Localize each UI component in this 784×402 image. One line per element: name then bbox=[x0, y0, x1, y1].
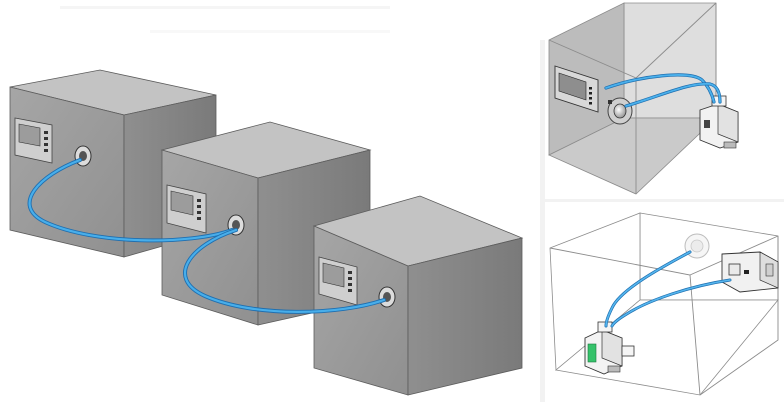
cabinet-3-side bbox=[407, 237, 523, 396]
display-panel-buttons bbox=[589, 87, 592, 105]
figure-divider bbox=[540, 40, 545, 402]
cabinet-3-buttons bbox=[348, 271, 352, 292]
faint-header-strip bbox=[60, 6, 390, 33]
cabinet-2-screen bbox=[170, 190, 194, 216]
cabinet-1-screen bbox=[18, 123, 41, 147]
cable-1-2 bbox=[27, 158, 234, 243]
enclosure-bottom-view bbox=[549, 212, 779, 396]
meter-device bbox=[721, 251, 779, 293]
display-panel-screen bbox=[558, 72, 587, 101]
cabinet-2-buttons bbox=[197, 199, 201, 220]
cabinet-1-buttons bbox=[44, 131, 48, 152]
enclosure-bottom-cables bbox=[604, 250, 732, 328]
connector-2-inner bbox=[232, 220, 240, 230]
enclosure-top-view bbox=[548, 2, 739, 195]
cabinet-chain-figure bbox=[9, 69, 524, 396]
round-port bbox=[607, 97, 633, 125]
cable-2-3 bbox=[183, 228, 386, 314]
cabinet-3-screen bbox=[322, 262, 345, 288]
cabinet-3 bbox=[312, 195, 524, 396]
right-divider bbox=[545, 199, 784, 202]
enclosure-top-cables bbox=[604, 73, 722, 108]
